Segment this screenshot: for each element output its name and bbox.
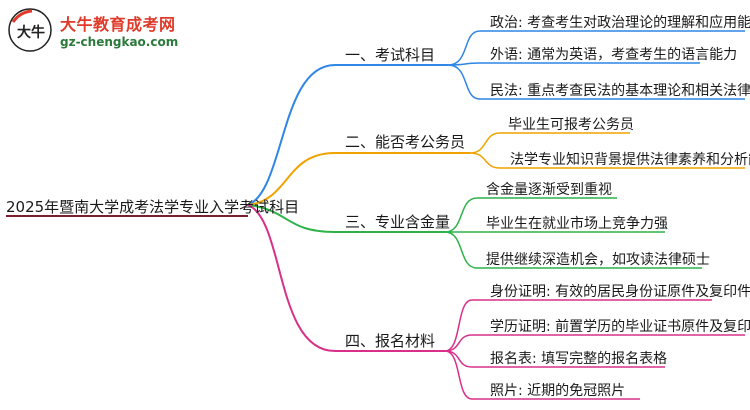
connector-leaf-2-2 xyxy=(469,152,745,169)
leaf-civil-law: 民法: 重点考查民法的基本理论和相关法律知识 xyxy=(490,83,750,99)
leaf-competitive: 毕业生在就业市场上竞争力强 xyxy=(486,216,668,232)
connector-leaf-1-1 xyxy=(447,30,745,66)
connector-branch-2 xyxy=(247,152,470,206)
leaf-law-background: 法学专业知识背景提供法律素养和分析能力 xyxy=(510,152,750,168)
connector-leaf-2-1 xyxy=(469,132,630,154)
leaf-id-proof: 身份证明: 有效的居民身份证原件及复印件 xyxy=(490,284,750,300)
connector-leaf-1-2 xyxy=(447,62,700,66)
mindmap-root: 2025年暨南大学成考法学专业入学考试科目 xyxy=(6,198,300,216)
logo-url: gz-chengkao.com xyxy=(60,35,179,49)
connector-leaf-3-3 xyxy=(444,231,702,269)
logo-title: 大牛教育成考网 xyxy=(60,15,176,34)
leaf-value-recognized: 含金量逐渐受到重视 xyxy=(486,182,612,198)
leaf-application-form: 报名表: 填写完整的报名表格 xyxy=(490,351,668,367)
branch-exam-subjects: 一、考试科目 xyxy=(345,46,436,64)
leaf-politics: 政治: 考查考生对政治理论的理解和应用能力 xyxy=(490,15,750,31)
connector-branch-4 xyxy=(247,204,445,352)
branch-value: 三、专业含金量 xyxy=(345,213,451,231)
connector-leaf-4-4 xyxy=(444,350,640,400)
connector-branch-3 xyxy=(247,204,445,233)
site-logo[interactable]: 大牛 大牛教育成考网 gz-chengkao.com xyxy=(6,6,179,56)
connector-leaf-4-2 xyxy=(444,334,745,352)
branch-civil-servant: 二、能否考公务员 xyxy=(345,133,466,151)
svg-text:大牛: 大牛 xyxy=(17,24,45,41)
leaf-photo: 照片: 近期的免冠照片 xyxy=(490,383,626,399)
branch-materials: 四、报名材料 xyxy=(345,332,436,350)
logo-mark-icon: 大牛 xyxy=(8,8,52,52)
leaf-foreign-language: 外语: 通常为英语，考查考生的语言能力 xyxy=(490,47,738,63)
connector-branch-1 xyxy=(247,64,448,206)
connector-leaf-3-1 xyxy=(444,197,617,233)
leaf-education-proof: 学历证明: 前置学历的毕业证书原件及复印件 xyxy=(490,319,750,335)
leaf-can-apply: 毕业生可报考公务员 xyxy=(508,117,634,133)
leaf-further-study: 提供继续深造机会，如攻读法律硕士 xyxy=(486,252,710,268)
connector-leaf-4-1 xyxy=(444,299,712,352)
connector-leaf-1-3 xyxy=(447,64,745,100)
